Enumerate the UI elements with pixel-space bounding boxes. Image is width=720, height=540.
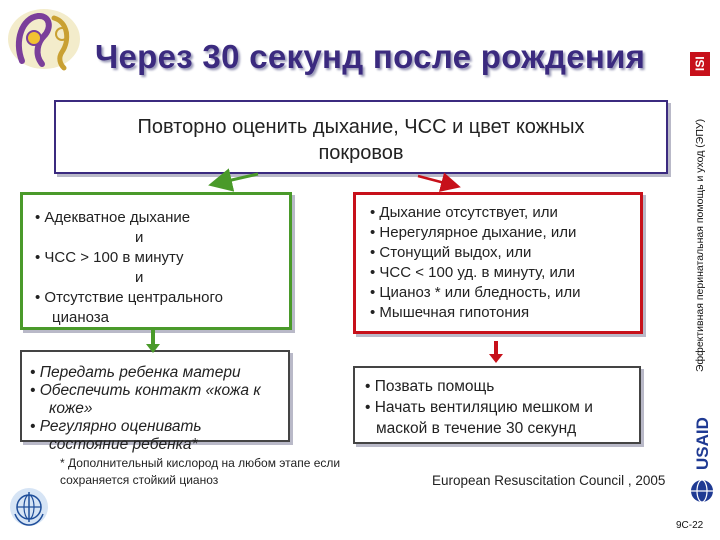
action-item-continuation: маской в течение 30 секунд (365, 418, 593, 439)
usaid-label: USAID (693, 417, 712, 470)
slide-number: 9C-22 (676, 520, 703, 531)
adequate-criteria-box: • Адекватное дыхание и • ЧСС > 100 в мин… (20, 192, 292, 330)
usaid-logo-icon: USAID (688, 395, 716, 475)
sign-item: • Цианоз * или бледность, или (370, 283, 581, 303)
footnote-line-1: * Дополнительный кислород на любом этапе… (60, 455, 400, 472)
care-item: • Обеспечить контакт «кожа к (30, 382, 261, 400)
criterion-item-continuation: цианоза (35, 308, 223, 328)
sign-item: • Нерегулярное дыхание, или (370, 223, 581, 243)
assess-box: Повторно оценить дыхание, ЧСС и цвет кож… (54, 100, 668, 174)
footnote: * Дополнительный кислород на любом этапе… (60, 455, 400, 489)
ventilation-action-box: • Позвать помощь • Начать вентиляцию меш… (353, 366, 641, 444)
footnote-line-2: сохраняется стойкий цианоз (60, 472, 400, 489)
sign-item: • Мышечная гипотония (370, 303, 581, 323)
page-title: Через 30 секунд после рождения (95, 38, 655, 76)
citation: European Resuscitation Council , 2005 (432, 473, 665, 488)
care-item: • Регулярно оценивать (30, 418, 261, 436)
care-item-continuation: кожe» (30, 400, 261, 418)
sign-item: • ЧСС < 100 уд. в минуту, или (370, 263, 581, 283)
sidebar-caption: Эффективная перинатальная помощь и уход … (687, 110, 713, 380)
arrow-to-action-head (489, 354, 503, 363)
sign-item: • Дыхание отсутствует, или (370, 203, 581, 223)
isi-logo: ISI (690, 52, 710, 76)
action-item: • Начать вентиляцию мешком и (365, 397, 593, 418)
criterion-item: • ЧСС > 100 в минуту (35, 248, 223, 268)
criterion-item: • Адекватное дыхание (35, 208, 223, 228)
connector-and: и (35, 228, 223, 248)
care-item: • Передать ребенка матери (30, 364, 261, 382)
who-emblem-icon (8, 486, 50, 528)
assess-line-2: покровов (56, 140, 666, 166)
criterion-item: • Отсутствие центрального (35, 288, 223, 308)
routine-care-box: • Передать ребенка матери • Обеспечить к… (20, 350, 290, 442)
sign-item: • Стонущий выдох, или (370, 243, 581, 263)
connector-and: и (35, 268, 223, 288)
action-item: • Позвать помощь (365, 376, 593, 397)
globe-logo-icon (688, 478, 716, 504)
assess-line-1: Повторно оценить дыхание, ЧСС и цвет кож… (56, 114, 666, 140)
arrow-to-adequate (214, 174, 258, 184)
care-item-continuation: состояние ребенка* (30, 436, 261, 454)
arrow-to-abnormal (418, 176, 456, 186)
abnormal-signs-box: • Дыхание отсутствует, или • Нерегулярно… (353, 192, 643, 334)
mother-baby-logo-icon (4, 6, 84, 72)
